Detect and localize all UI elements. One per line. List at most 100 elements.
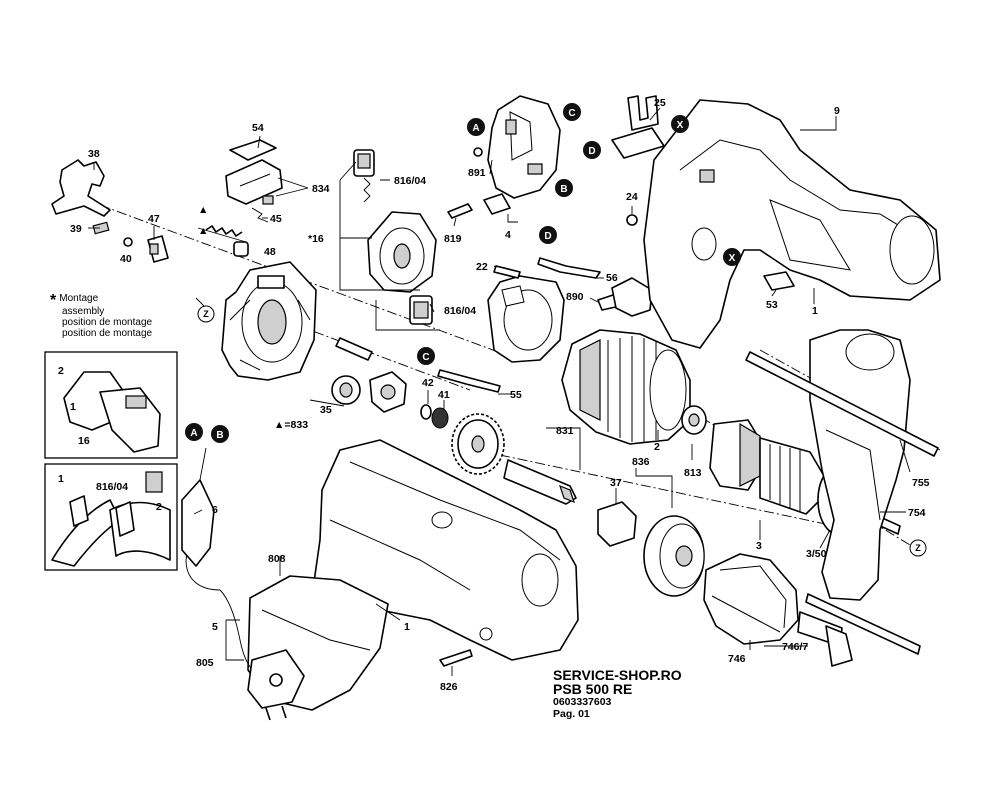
label-891: 891: [468, 167, 486, 179]
chuck-key-part: [805, 593, 921, 667]
badge-a-cable: A: [185, 423, 203, 441]
label-inset-16: 16: [78, 435, 90, 447]
side-handle-part: [745, 329, 939, 601]
wire-part: [437, 369, 501, 393]
label-tri-2: ▲: [198, 225, 208, 237]
stator-part: [561, 329, 691, 445]
label-816-04-a: 816/04: [394, 175, 426, 187]
part-code: 0603337603: [553, 696, 612, 708]
badge-x-2: X: [723, 248, 741, 266]
label-813: 813: [684, 467, 702, 479]
note-line-3: position de montage: [62, 317, 153, 328]
label-754: 754: [908, 507, 926, 519]
label-25: 25: [654, 97, 666, 109]
label-819: 819: [444, 233, 462, 245]
callout-labels: 38 39 40 47 54 834 45 48 ▲ ▲ *16 816/04 …: [58, 97, 930, 693]
svg-text:Z: Z: [203, 309, 209, 319]
switch-lever-part: [51, 159, 133, 247]
label-53: 53: [766, 299, 778, 311]
label-inset-2: 2: [58, 365, 64, 377]
label-45: 45: [270, 213, 282, 225]
label-746-7: 746/7: [782, 641, 808, 653]
svg-text:C: C: [422, 352, 429, 363]
badge-c-top: C: [563, 103, 581, 121]
label-54: 54: [252, 122, 264, 134]
spring-part: [197, 225, 249, 257]
label-2: 2: [654, 441, 660, 453]
z-markers: Z Z: [197, 305, 927, 557]
label-inset-1: 1: [70, 401, 76, 413]
gear-housing-part: [597, 501, 705, 597]
note-line-1: Montage: [59, 293, 99, 304]
svg-text:D: D: [588, 146, 595, 157]
svg-text:X: X: [729, 253, 736, 264]
label-42: 42: [422, 377, 434, 389]
screws-part: [493, 257, 653, 317]
brush-holder-plate: [221, 261, 317, 381]
leader-lines: [88, 107, 911, 676]
label-38: 38: [88, 148, 100, 160]
badge-d-mid: D: [539, 226, 557, 244]
label-47: 47: [148, 213, 160, 225]
label-808: 808: [268, 553, 286, 565]
label-9: 9: [834, 105, 840, 117]
brush-cover-part: [225, 139, 283, 223]
label-inset2-2: 2: [156, 501, 162, 513]
label-55: 55: [510, 389, 522, 401]
brush-holder-ring: [487, 275, 565, 363]
svg-text:C: C: [568, 108, 575, 119]
badge-b-cable: B: [211, 425, 229, 443]
label-816-04-b: 816/04: [444, 305, 476, 317]
z-marker-right: Z: [909, 539, 927, 557]
label-24: 24: [626, 191, 638, 203]
label-805: 805: [196, 657, 214, 669]
label-37: 37: [610, 477, 622, 489]
label-40: 40: [120, 253, 132, 265]
model-name: PSB 500 RE: [553, 681, 633, 697]
label-56: 56: [606, 272, 618, 284]
label-35: 35: [320, 404, 332, 416]
label-836: 836: [632, 456, 650, 468]
document-footer: SERVICE-SHOP.RO PSB 500 RE 0603337603 Pa…: [553, 668, 682, 720]
svg-text:A: A: [472, 123, 479, 134]
label-834: 834: [312, 183, 330, 195]
label-833: ▲=833: [274, 419, 308, 431]
label-16: *16: [308, 233, 324, 245]
svg-text:X: X: [677, 120, 684, 131]
badge-d-top: D: [583, 141, 601, 159]
rod-part: [335, 337, 373, 361]
label-1-bottom: 1: [404, 621, 410, 633]
reference-badges: A B C D X X D C A B: [185, 103, 741, 443]
inset-2: [44, 463, 178, 571]
svg-text:Z: Z: [915, 543, 921, 553]
note-star: *: [50, 292, 57, 309]
label-755: 755: [912, 477, 930, 489]
assembly-note: *Montage assembly position de montage po…: [50, 292, 153, 340]
washer-part: [420, 404, 449, 429]
badge-a-top: A: [467, 118, 485, 136]
housing-half-9: [643, 99, 941, 349]
badge-b-top: B: [555, 179, 573, 197]
note-line-2: assembly: [62, 306, 105, 317]
label-4: 4: [505, 229, 511, 241]
label-22: 22: [476, 261, 488, 273]
page-number: Pag. 01: [553, 708, 590, 720]
gear-part: [451, 413, 577, 505]
svg-text:B: B: [216, 430, 223, 441]
label-826: 826: [440, 681, 458, 693]
bearing-part: [331, 371, 407, 413]
shop-name: SERVICE-SHOP.RO: [553, 667, 682, 683]
power-cable: [181, 447, 305, 721]
label-6: 6: [212, 504, 218, 516]
svg-text:B: B: [560, 184, 567, 195]
label-3-50: 3/50: [806, 548, 827, 560]
label-inset-816-04: 816/04: [96, 481, 128, 493]
bearing-813: [681, 405, 707, 435]
label-48: 48: [264, 246, 276, 258]
label-746: 746: [728, 653, 746, 665]
badge-c-mid: C: [417, 347, 435, 365]
z-marker-left: Z: [197, 305, 215, 323]
label-3: 3: [756, 540, 762, 552]
label-39: 39: [70, 223, 82, 235]
